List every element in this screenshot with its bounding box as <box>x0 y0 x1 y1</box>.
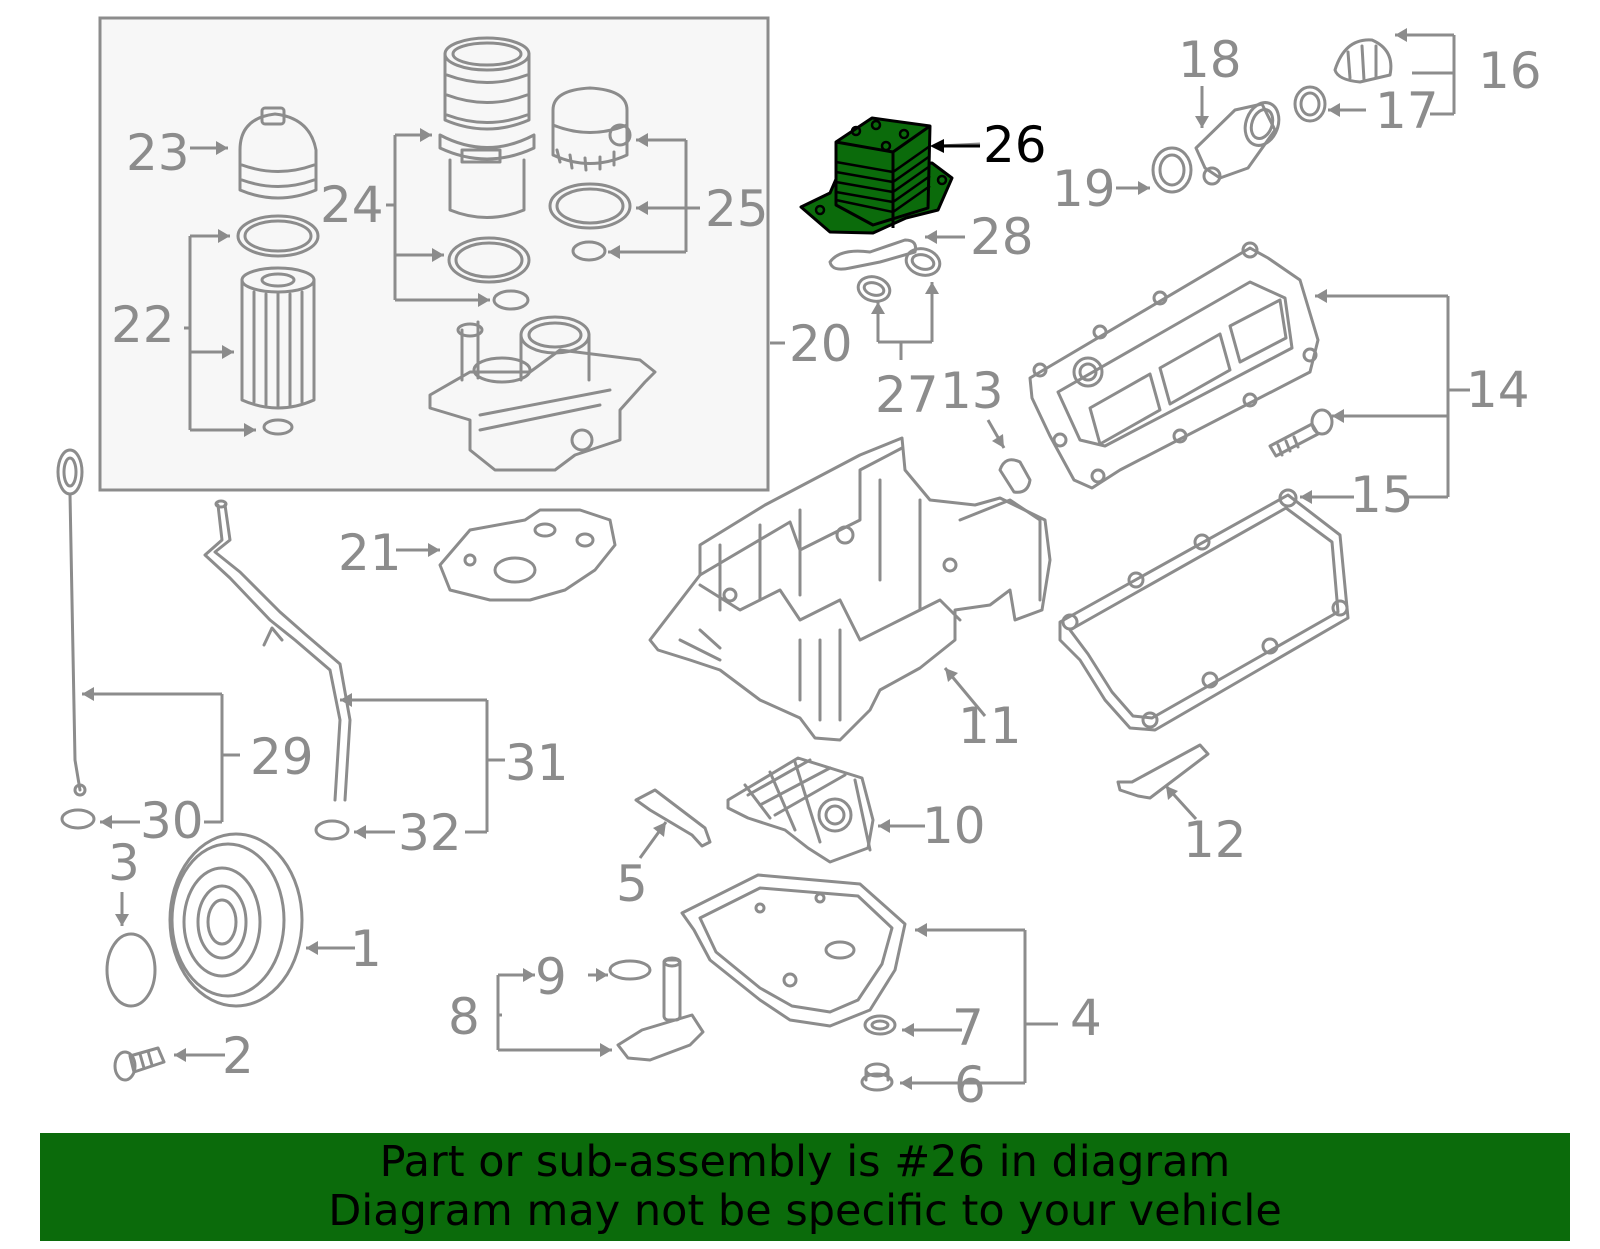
filler-cap-part <box>1333 38 1393 84</box>
part-info-banner: Part or sub-assembly is #26 in diagram D… <box>40 1133 1570 1241</box>
filter-cap-part <box>238 106 318 200</box>
callout-17: 17 <box>1375 82 1439 140</box>
callout-12: 12 <box>1183 811 1247 869</box>
callout-27: 27 <box>875 366 939 424</box>
banner-line-part-number: Part or sub-assembly is #26 in diagram <box>379 1137 1231 1187</box>
callout-30: 30 <box>140 792 204 850</box>
callout-8: 8 <box>448 988 480 1046</box>
upper-oil-pan-part <box>648 436 1052 742</box>
callout-23: 23 <box>126 124 190 182</box>
banner-line-disclaimer: Diagram may not be specific to your vehi… <box>328 1186 1282 1236</box>
callout-6: 6 <box>954 1056 986 1114</box>
callout-22: 22 <box>111 296 175 354</box>
cooler-gasket-part <box>828 238 917 271</box>
callout-1: 1 <box>350 920 382 978</box>
lower-oil-pan-part <box>680 873 907 1028</box>
dipstick-oring-part <box>60 808 96 830</box>
callout-32: 32 <box>398 804 462 862</box>
filter-housing-part <box>438 36 536 219</box>
callout-20: 20 <box>789 315 853 373</box>
housing-oring-part <box>447 236 531 284</box>
callout-29: 29 <box>250 728 314 786</box>
thermostat-part <box>551 86 632 172</box>
callout-11: 11 <box>958 697 1022 755</box>
tube-oring-part <box>314 819 350 841</box>
housing-small-oring-part <box>492 289 530 311</box>
callout-labels: 23 22 24 25 20 26 28 27 13 18 16 17 19 1… <box>108 31 1542 1114</box>
filler-neck-part <box>1194 101 1281 186</box>
callout-9: 9 <box>535 948 567 1006</box>
pulley-oring-part <box>105 932 157 1008</box>
valve-cover-bolt-part <box>1268 408 1334 458</box>
callout-21: 21 <box>338 524 402 582</box>
drain-washer-part <box>863 1014 897 1036</box>
callout-18: 18 <box>1178 31 1242 89</box>
callout-19: 19 <box>1052 160 1116 218</box>
callout-3: 3 <box>108 834 140 892</box>
callout-4: 4 <box>1070 989 1102 1047</box>
seal-13-part <box>998 458 1032 494</box>
sealant-tube-5-part <box>634 788 712 848</box>
valve-cover-part <box>1028 241 1320 490</box>
leader-26-highlight <box>930 139 980 153</box>
dipstick-part <box>56 448 87 797</box>
crankshaft-pulley-part <box>168 832 304 1008</box>
sensor-oring-part <box>608 959 652 981</box>
callout-15: 15 <box>1350 466 1414 524</box>
small-oring-part <box>262 418 294 436</box>
housing-gasket-21-part <box>438 508 617 602</box>
sealant-tube-12-part <box>1116 743 1210 800</box>
filter-seal-ring-part <box>236 214 320 258</box>
thermostat-small-oring-part <box>571 240 607 262</box>
callout-28: 28 <box>970 208 1034 266</box>
cooler-seal-part <box>856 275 892 303</box>
filter-element-part <box>240 266 316 410</box>
callout-24: 24 <box>320 176 384 234</box>
callout-7: 7 <box>952 999 984 1057</box>
oil-cooler-part-highlighted <box>799 116 954 235</box>
cooler-seal-part-2 <box>904 247 942 277</box>
callout-25: 25 <box>705 180 769 238</box>
neck-seal-part <box>1151 146 1193 194</box>
valve-cover-gasket-part <box>1058 488 1350 732</box>
callout-31: 31 <box>505 734 569 792</box>
callout-5: 5 <box>616 855 648 913</box>
leader-arrowheads <box>82 28 1407 1090</box>
pulley-bolt-part <box>113 1046 166 1082</box>
thermostat-oring-part <box>548 182 632 230</box>
filter-housing-base-part <box>428 315 657 472</box>
drain-plug-part <box>860 1062 894 1092</box>
cap-oring-part <box>1293 85 1327 123</box>
callout-10: 10 <box>922 797 986 855</box>
callout-2: 2 <box>222 1027 254 1085</box>
oil-level-sensor-part <box>616 956 705 1062</box>
callout-13: 13 <box>940 362 1004 420</box>
oil-pump-part <box>726 756 875 864</box>
callout-14: 14 <box>1466 361 1530 419</box>
callout-16: 16 <box>1478 42 1542 100</box>
callout-26: 26 <box>983 116 1047 174</box>
